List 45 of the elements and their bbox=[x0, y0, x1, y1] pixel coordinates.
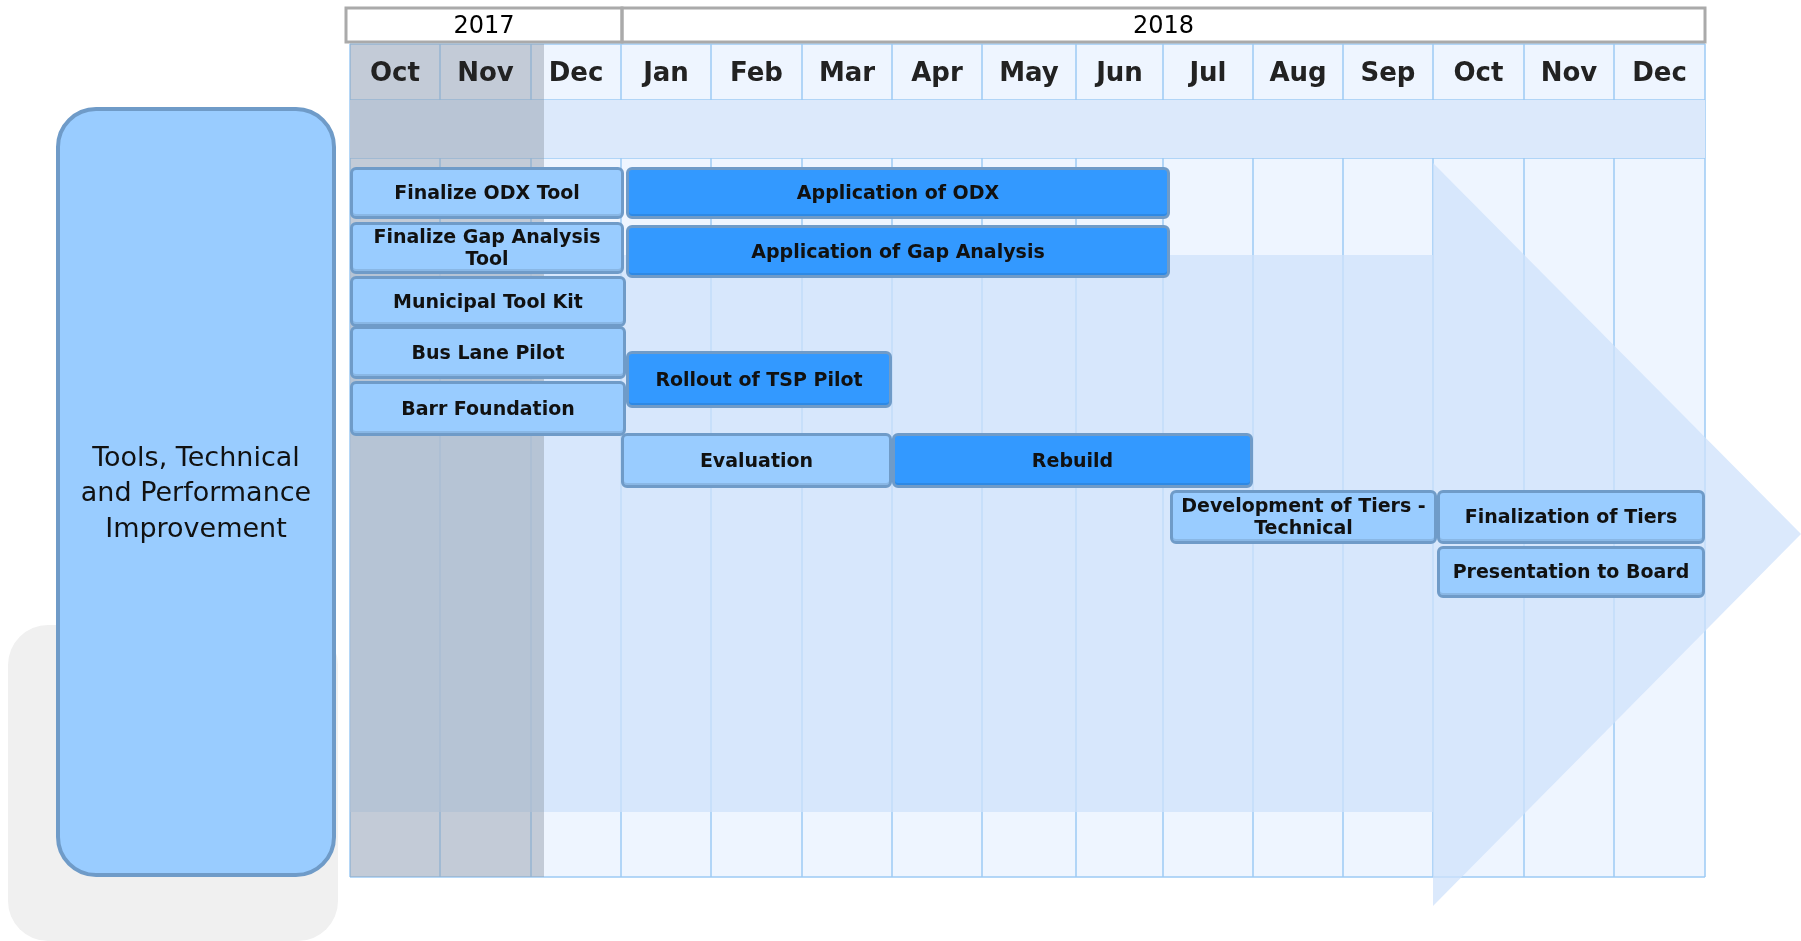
task-label: Application of ODX bbox=[796, 182, 1000, 204]
task-label: Finalization of Tiers bbox=[1464, 506, 1678, 528]
month-label: Sep bbox=[1360, 57, 1416, 87]
task-bar bbox=[1437, 490, 1705, 544]
task-label: Finalize ODX Tool bbox=[394, 182, 580, 204]
year-label: 2018 bbox=[1132, 11, 1195, 39]
task-label: Application of Gap Analysis bbox=[751, 240, 1045, 263]
month-label: Oct bbox=[1453, 57, 1504, 87]
task-label: Barr Foundation bbox=[401, 397, 575, 420]
task-bar bbox=[1170, 490, 1437, 544]
month-label: Mar bbox=[818, 57, 876, 87]
task-bar bbox=[350, 222, 624, 274]
task-label: Bus Lane Pilot bbox=[411, 341, 565, 364]
task-bar bbox=[626, 225, 1170, 278]
month-label: Jan bbox=[643, 57, 689, 87]
month-label: Jun bbox=[1096, 57, 1143, 87]
month-label: Dec bbox=[1632, 57, 1687, 87]
month-label: Nov bbox=[457, 57, 514, 87]
task-bar bbox=[1437, 546, 1705, 598]
month-label: Oct bbox=[370, 57, 420, 87]
task-label: Municipal Tool Kit bbox=[393, 290, 583, 313]
task-bar bbox=[621, 433, 892, 488]
month-label: Apr bbox=[911, 57, 963, 87]
task-label: Development of Tiers - Technical bbox=[1180, 495, 1427, 539]
category-label: Tools, Technical and Performance Improvement bbox=[80, 440, 312, 545]
month-label: Feb bbox=[730, 57, 783, 87]
task-bar bbox=[626, 351, 892, 408]
task-label: Presentation to Board bbox=[1452, 561, 1690, 583]
task-label: Evaluation bbox=[699, 449, 814, 472]
month-label: Nov bbox=[1540, 57, 1598, 87]
task-bar bbox=[892, 433, 1253, 488]
task-bar bbox=[350, 326, 626, 379]
task-bar bbox=[350, 381, 626, 436]
month-label: May bbox=[999, 57, 1059, 87]
month-label: Jul bbox=[1189, 57, 1227, 87]
task-label: Finalize Gap Analysis Tool bbox=[372, 226, 602, 270]
task-label: Rebuild bbox=[1031, 449, 1114, 472]
month-label: Dec bbox=[548, 57, 604, 87]
month-label: Aug bbox=[1269, 57, 1327, 87]
task-bar bbox=[626, 167, 1170, 219]
year-label: 2017 bbox=[453, 11, 515, 39]
task-bar bbox=[350, 276, 626, 327]
task-label: Rollout of TSP Pilot bbox=[655, 368, 863, 391]
category-box bbox=[56, 107, 336, 877]
task-bar bbox=[350, 167, 624, 219]
